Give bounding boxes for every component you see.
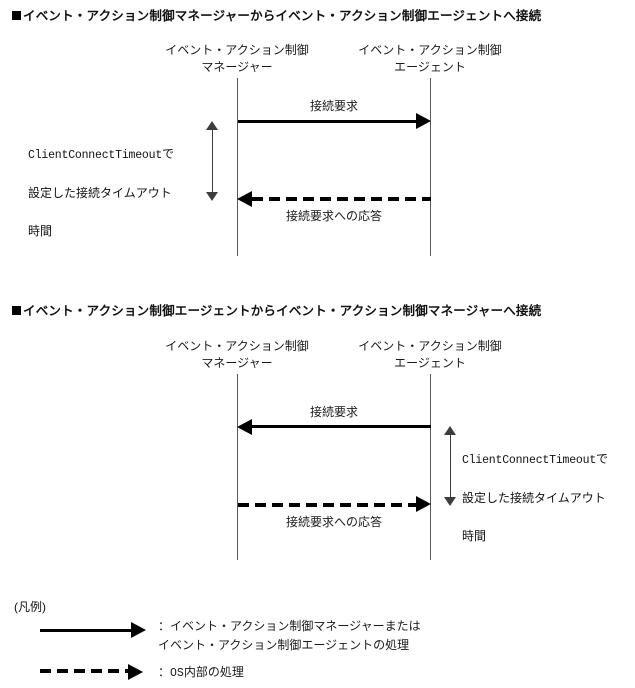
legend-entry-1-text: ：イベント・アクション制御マネージャーまたは イベント・アクション制御エージェン…: [158, 617, 578, 655]
section-1-heading: イベント・アクション制御マネージャーからイベント・アクション制御エージェントへ接…: [12, 8, 541, 24]
timeout-line3-1: 時間: [28, 224, 53, 238]
timeout-annotation-2: ClientConnectTimeoutで 設定した接続タイムアウト 時間: [462, 431, 635, 565]
timeout-line2-2: 設定した接続タイムアウト: [462, 491, 606, 505]
section-1-heading-text: イベント・アクション制御マネージャーからイベント・アクション制御エージェントへ接…: [23, 9, 542, 23]
timeout-param-name-1: ClientConnectTimeout: [28, 149, 163, 162]
legend-entry-2-desc: 内部の処理: [183, 665, 244, 679]
legend-solid-arrow-head-icon: [131, 622, 146, 638]
participant-agent-line1: イベント・アクション制御: [358, 43, 502, 57]
lifeline-agent-2: [430, 374, 431, 560]
timeout-bracket-2: [444, 426, 457, 506]
message-label-connect-response-1: 接続要求への応答: [285, 209, 382, 223]
participant-header-agent-2: イベント・アクション制御 エージェント: [330, 338, 530, 372]
participant-agent-line2: エージェント: [394, 60, 466, 74]
section-2-heading: イベント・アクション制御エージェントからイベント・アクション制御マネージャーへ接…: [12, 303, 541, 319]
legend-title: (凡例): [14, 600, 46, 614]
legend-dashed-arrow-line: [40, 669, 129, 673]
arrow-head-left-connect-request-2: [237, 419, 252, 435]
legend-colon-1: ：: [158, 619, 171, 633]
participant-agent-line1-2: イベント・アクション制御: [358, 339, 502, 353]
participant-manager-line2: マネージャー: [201, 60, 273, 74]
participant-agent-line2-2: エージェント: [394, 356, 466, 370]
bracket-stem-2: [450, 430, 451, 502]
message-line-connect-request-1: [238, 120, 417, 123]
timeout-bracket-1: [206, 121, 219, 201]
message-label-connect-response-2: 接続要求への応答: [285, 515, 382, 529]
timeout-line2-1: 設定した接続タイムアウト: [28, 186, 172, 200]
participant-header-manager-2: イベント・アクション制御 マネージャー: [137, 338, 337, 372]
timeout-line1-suffix-1: で: [162, 147, 175, 161]
message-line-connect-response-2: [238, 503, 417, 507]
legend-colon-2: ：: [158, 665, 171, 679]
message-line-connect-request-2: [252, 425, 431, 428]
square-bullet-icon-2: [12, 306, 21, 315]
legend-entry-2-text: ：OS内部の処理: [158, 663, 578, 683]
timeout-param-name-2: ClientConnectTimeout: [462, 454, 597, 467]
lifeline-manager-2: [237, 374, 238, 560]
message-label-connect-request-1: 接続要求: [309, 99, 358, 113]
participant-manager-line2-2: マネージャー: [201, 356, 273, 370]
timeout-line1-suffix-2: で: [596, 452, 609, 466]
arrow-head-right-connect-request-1: [416, 113, 431, 129]
bracket-arrow-down-icon-1: [206, 192, 218, 201]
message-line-connect-response-1: [252, 197, 431, 201]
participant-manager-line1: イベント・アクション制御: [165, 43, 309, 57]
timeout-annotation-1: ClientConnectTimeoutで 設定した接続タイムアウト 時間: [28, 126, 204, 260]
arrow-head-left-connect-response-1: [237, 191, 252, 207]
section-2-heading-text: イベント・アクション制御エージェントからイベント・アクション制御マネージャーへ接…: [23, 304, 542, 318]
legend-solid-arrow-line: [40, 629, 132, 632]
message-label-connect-request-2: 接続要求: [309, 405, 358, 419]
timeout-line3-2: 時間: [462, 529, 487, 543]
legend-dashed-arrow-head-icon: [128, 664, 143, 680]
lifeline-manager-1: [237, 78, 238, 256]
bracket-stem-1: [212, 125, 213, 197]
participant-header-manager-1: イベント・アクション制御 マネージャー: [137, 42, 337, 76]
square-bullet-icon: [12, 11, 21, 20]
legend-entry-1-desc: イベント・アクション制御マネージャーまたは イベント・アクション制御エージェント…: [158, 619, 421, 652]
participant-manager-line1-2: イベント・アクション制御: [165, 339, 309, 353]
lifeline-agent-1: [430, 78, 431, 256]
participant-header-agent-1: イベント・アクション制御 エージェント: [330, 42, 530, 76]
arrow-head-right-connect-response-2: [416, 496, 431, 512]
bracket-arrow-down-icon-2: [444, 497, 456, 506]
legend-entry-2-mono: OS: [170, 667, 184, 680]
